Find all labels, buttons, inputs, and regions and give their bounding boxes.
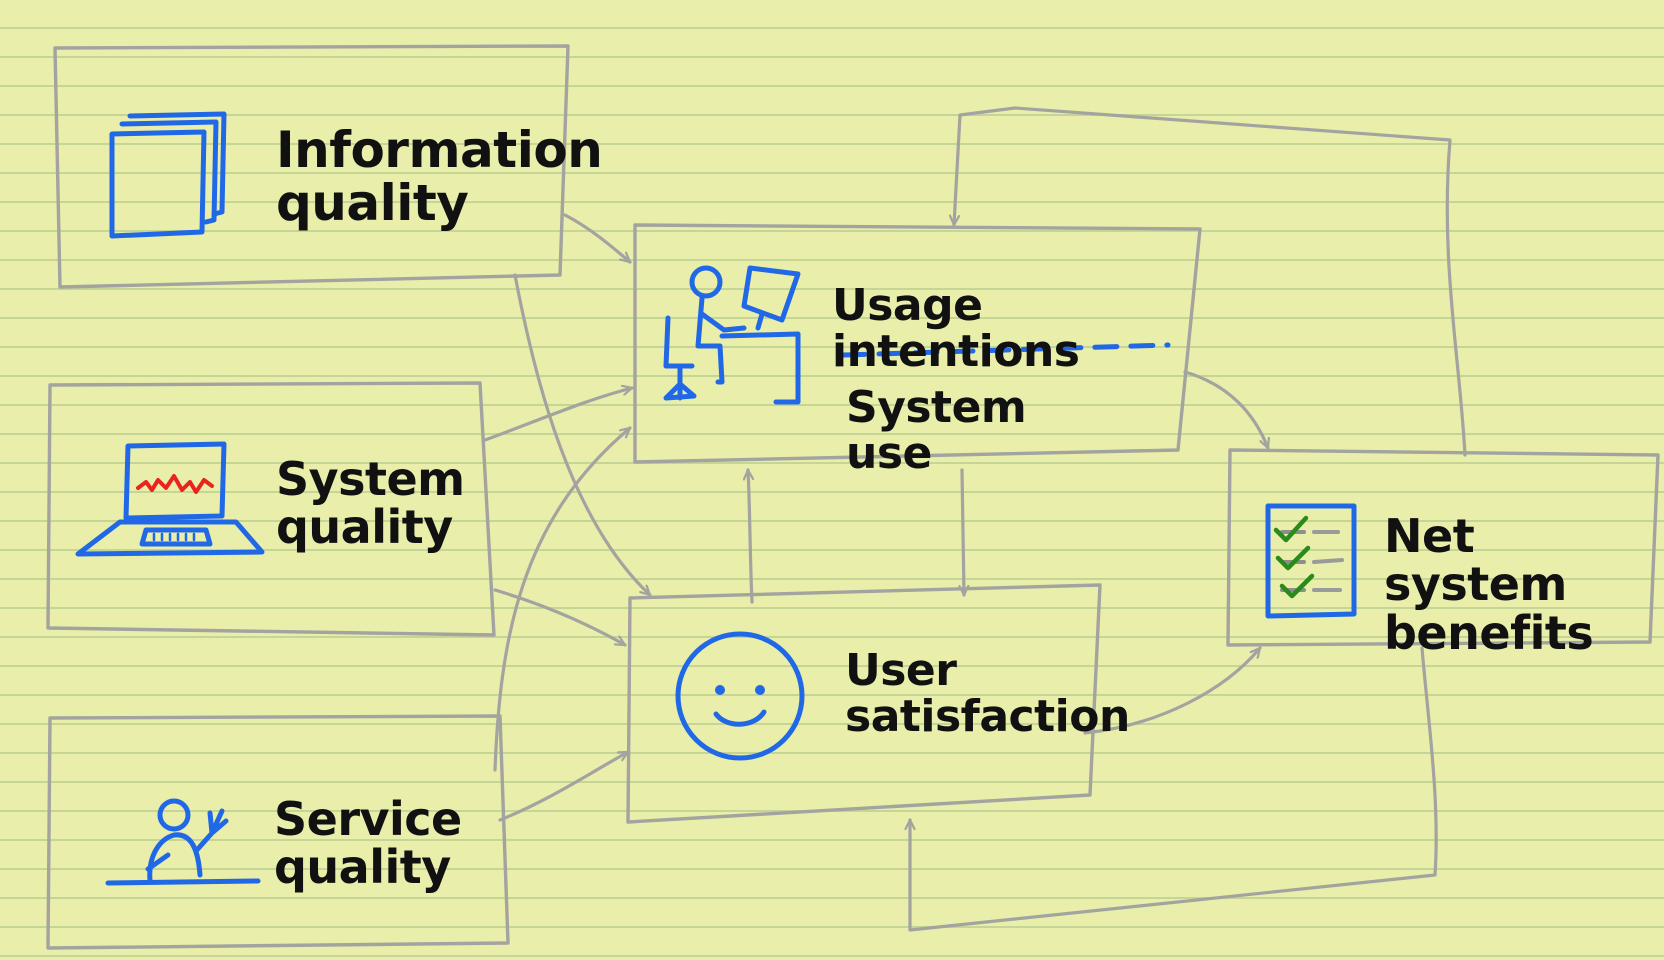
information-quality-label: Information quality xyxy=(276,121,603,232)
usage-intentions-label: Usage intentions xyxy=(832,280,1080,378)
user-satisfaction-frame xyxy=(626,583,1102,824)
usage-divider xyxy=(840,342,1171,358)
edge-usage-to-satisfaction xyxy=(962,468,964,597)
net-benefits-label: Net system benefits xyxy=(1384,509,1594,660)
information-quality-line2: quality xyxy=(276,173,469,232)
information-quality-line1: Information xyxy=(276,121,603,179)
edge-usage-to-benefits xyxy=(1183,370,1268,450)
user-satisfaction-line1: User xyxy=(845,645,957,696)
smiley-face-icon xyxy=(675,631,805,761)
edge-benefits-feedback-to-satisfaction xyxy=(910,646,1438,932)
service-quality-frame xyxy=(46,714,510,950)
checklist-icon xyxy=(1265,503,1357,619)
system-use-label: System use xyxy=(846,382,1027,480)
net-benefits-line2: benefits xyxy=(1384,605,1594,660)
net-benefits-line1: Net system xyxy=(1384,509,1567,612)
service-quality-label: Service quality xyxy=(274,795,462,892)
system-quality-frame xyxy=(46,381,496,637)
edge-information-to-satisfaction xyxy=(513,273,652,597)
laptop-icon xyxy=(75,441,265,557)
system-quality-line2: quality xyxy=(276,500,453,555)
documents-icon xyxy=(109,111,227,239)
person-at-computer-icon xyxy=(663,265,801,405)
edge-service-to-satisfaction xyxy=(498,750,630,822)
system-quality-line1: System xyxy=(276,452,465,506)
edge-system-to-usage xyxy=(483,388,634,442)
edge-benefits-feedback-to-usage xyxy=(954,106,1467,457)
waving-person-icon xyxy=(105,798,261,886)
user-satisfaction-line2: satisfaction xyxy=(845,691,1130,743)
net-benefits-frame xyxy=(1226,448,1660,647)
edge-system-to-satisfaction xyxy=(493,588,627,647)
edge-information-to-usage xyxy=(563,213,632,264)
user-satisfaction-label: User satisfaction xyxy=(845,645,1130,743)
usage-frame xyxy=(633,223,1202,464)
edge-service-to-usage xyxy=(493,426,632,772)
service-quality-line2: quality xyxy=(274,840,451,895)
edge-satisfaction-to-benefits xyxy=(1083,646,1262,735)
information-quality-frame xyxy=(53,44,570,289)
system-quality-label: System quality xyxy=(276,455,465,552)
service-quality-line1: Service xyxy=(274,792,462,846)
edge-satisfaction-to-usage xyxy=(748,468,752,604)
